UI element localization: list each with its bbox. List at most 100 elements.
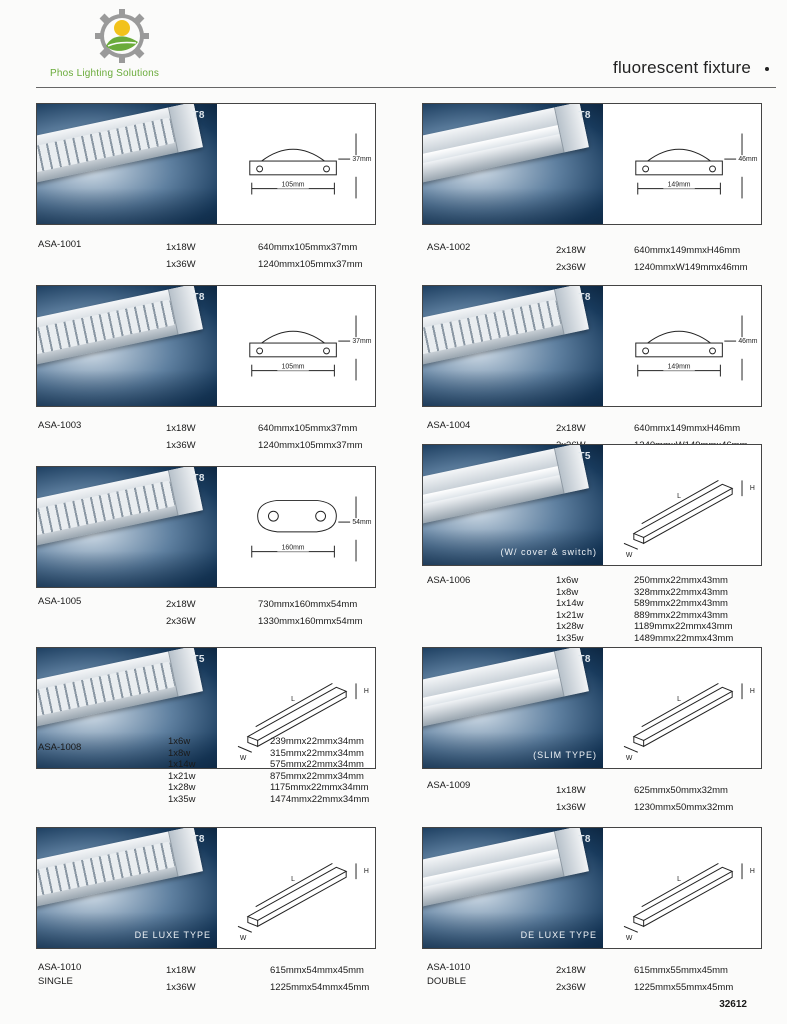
fixture-image: [37, 104, 203, 184]
title-rule: [36, 87, 776, 88]
height-label: 46mm: [738, 338, 757, 345]
fixture-image: [423, 445, 589, 525]
wattage-value: 1x36W: [556, 802, 586, 813]
model-number: ASA-1008: [38, 742, 82, 753]
diffuser-arc: [261, 330, 325, 344]
width-label: 105mm: [282, 182, 305, 189]
brand-logo: Phos Lighting Solutions: [44, 8, 214, 88]
width-dimension-line: [623, 745, 638, 753]
fixture-image: [37, 467, 203, 547]
wattage-value: 2x18W: [556, 423, 586, 434]
fixture-iso-top: [632, 866, 734, 922]
louver-grid: [37, 299, 176, 355]
fixture-base-outline: [249, 160, 337, 176]
dimension-value: 640mmx105mmx37mm: [258, 423, 358, 434]
model-number: ASA-1002: [427, 242, 471, 253]
louver-grid: [37, 661, 176, 717]
height-label: H: [750, 868, 755, 875]
dimension-value: 575mmx22mmx34mm: [270, 759, 364, 770]
title-bullet: [765, 67, 769, 71]
wattage-value: 2x18W: [166, 599, 196, 610]
model-variant: SINGLE: [38, 976, 73, 987]
product-photo: T8(SLIM TYPE): [423, 648, 603, 768]
diffuser-arc: [647, 148, 711, 162]
page-number: 32612: [719, 999, 747, 1010]
product-photo: T5: [37, 648, 217, 768]
lamp-tube: [423, 463, 571, 506]
louver-grid: [37, 480, 176, 536]
page-header: Phos Lighting Solutions fluorescent fixt…: [0, 0, 787, 95]
width-dimension-line: [237, 745, 252, 753]
dimension-drawing: L H W: [237, 682, 369, 762]
lamp-tube: [423, 122, 571, 165]
height-label: 37mm: [352, 338, 371, 345]
fixture-iso-side: [257, 871, 347, 928]
variant-label: DE LUXE TYPE: [134, 930, 211, 940]
wattage-value: 1x28w: [556, 621, 584, 632]
variant-label: DE LUXE TYPE: [520, 930, 597, 940]
dimension-value: 1240mmx105mmx37mm: [258, 259, 363, 270]
brand-name: Phos Lighting Solutions: [50, 68, 160, 79]
width-label: W: [626, 552, 633, 559]
fixture-image: [423, 286, 589, 366]
dimension-value: 730mmx160mmx54mm: [258, 599, 358, 610]
width-label: W: [240, 755, 247, 762]
model-number: ASA-1004: [427, 420, 471, 431]
lamp-type-tag: T8: [192, 110, 205, 121]
dimension-value: 615mmx54mmx45mm: [270, 965, 364, 976]
dimension-value: 1489mmx22mmx43mm: [634, 632, 734, 644]
length-dimension-line: [641, 479, 719, 525]
dimension-value: 1225mmx54mmx45mm: [270, 982, 370, 993]
wattage-value: 1x8w: [168, 747, 191, 759]
model-number: ASA-1003: [38, 420, 82, 431]
wattage-value: 2x36W: [166, 616, 196, 627]
wattage-value: 1x21w: [168, 770, 196, 782]
fixture-iso-side: [643, 488, 733, 545]
dimension-value: 1189mmx22mmx43mm: [634, 621, 733, 632]
variant-label: (W/ cover & switch): [500, 547, 597, 557]
wattage-list: 2x18W 2x36W: [166, 596, 196, 630]
fixture-base-outline: [635, 342, 723, 358]
wattage-value: 1x21w: [556, 609, 584, 621]
width-label: W: [626, 755, 633, 762]
model-number: ASA-1005: [38, 596, 82, 607]
width-label: W: [240, 935, 247, 942]
wattage-value: 1x35w: [168, 793, 196, 805]
page-title: fluorescent fixture: [613, 58, 751, 77]
model-variant: DOUBLE: [427, 976, 467, 987]
product-photo: T8: [37, 467, 217, 587]
product-photo: T8: [37, 286, 217, 406]
fixture-iso-end: [247, 916, 258, 927]
lamp-type-tag: T8: [578, 292, 591, 303]
lamp-hole: [323, 347, 330, 355]
length-label: L: [677, 696, 681, 703]
length-dimension-line: [255, 862, 333, 908]
height-label: H: [750, 485, 755, 492]
height-label: H: [364, 688, 369, 695]
fixture-image: [423, 104, 589, 184]
wattage-value: 1x35w: [556, 632, 584, 644]
dimension-value: 315mmx22mmx34mm: [270, 747, 364, 759]
width-dimension-line: [623, 542, 638, 550]
lamp-type-tag: T8: [192, 473, 205, 484]
width-dimension-line: [623, 925, 638, 933]
fixture-image: [37, 286, 203, 366]
dimension-value: 625mmx50mmx32mm: [634, 785, 728, 796]
length-label: L: [291, 696, 295, 703]
dimension-value: 640mmx149mmxH46mm: [634, 423, 741, 434]
lamp-hole: [709, 347, 716, 355]
